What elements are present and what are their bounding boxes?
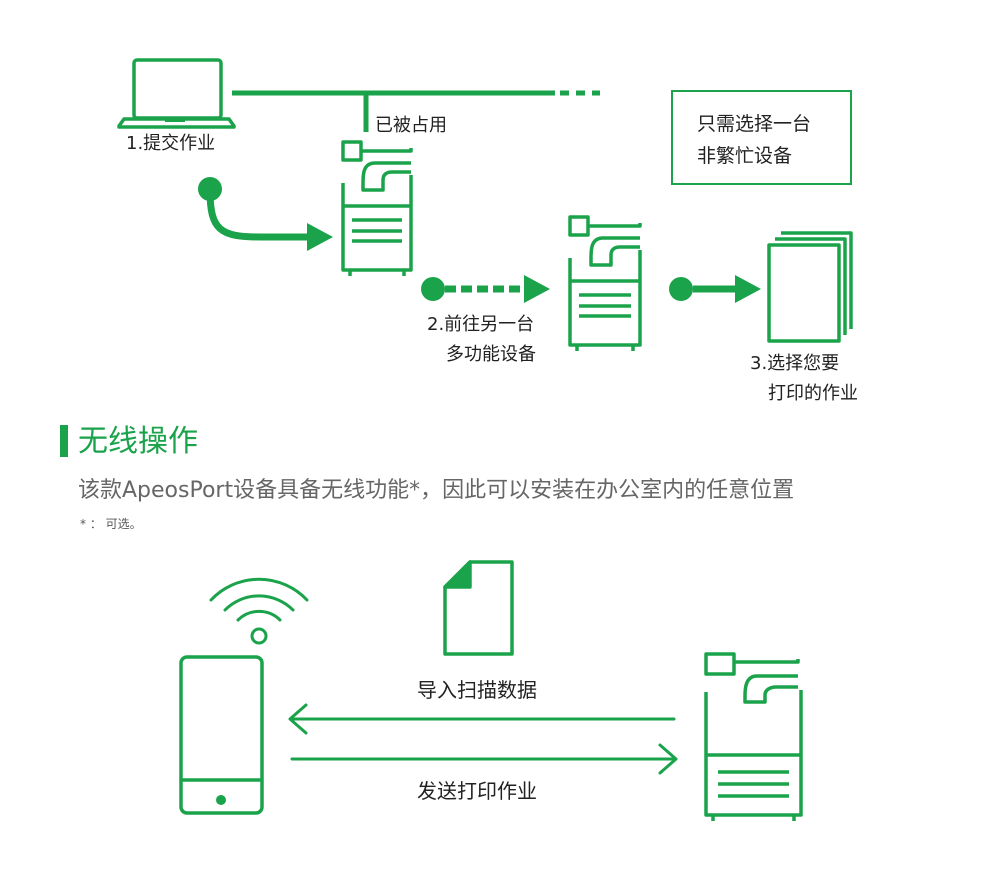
step2-label-line2: 多功能设备 <box>446 344 536 365</box>
send-print-label: 发送打印作业 <box>417 779 537 803</box>
document-icon <box>443 560 514 656</box>
occupied-label: 已被占用 <box>375 115 447 136</box>
network-line <box>232 90 600 132</box>
step3-label-line2: 打印的作业 <box>768 383 858 404</box>
footnote: * ： 可选。 <box>80 517 142 531</box>
note-line1: 只需选择一台 <box>697 113 812 135</box>
note-line2: 非繁忙设备 <box>697 145 793 167</box>
step3-label-line1: 3.选择您要 <box>750 353 840 374</box>
laptop-icon <box>117 58 236 129</box>
note-box: 只需选择一台 非繁忙设备 <box>671 90 852 185</box>
select-arrow <box>669 275 761 303</box>
smartphone-icon <box>179 655 264 815</box>
import-scan-label: 导入扫描数据 <box>417 678 537 702</box>
move-arrow <box>421 275 550 303</box>
step2-label-line1: 2.前往另一台 <box>427 314 535 335</box>
step1-label: 1.提交作业 <box>126 133 216 154</box>
printer-icon <box>568 215 642 351</box>
document-stack-icon <box>767 231 853 343</box>
wifi-icon <box>209 577 309 645</box>
printer-icon <box>341 140 413 276</box>
printer-icon <box>704 652 803 821</box>
import-arrow <box>288 703 676 735</box>
section-title: 无线操作 <box>78 424 198 459</box>
send-arrow <box>290 743 678 775</box>
submit-arrow <box>198 177 333 251</box>
section-accent-bar <box>60 425 68 457</box>
section-description: 该款ApeosPort设备具备无线功能*，因此可以安装在办公室内的任意位置 <box>78 478 795 503</box>
